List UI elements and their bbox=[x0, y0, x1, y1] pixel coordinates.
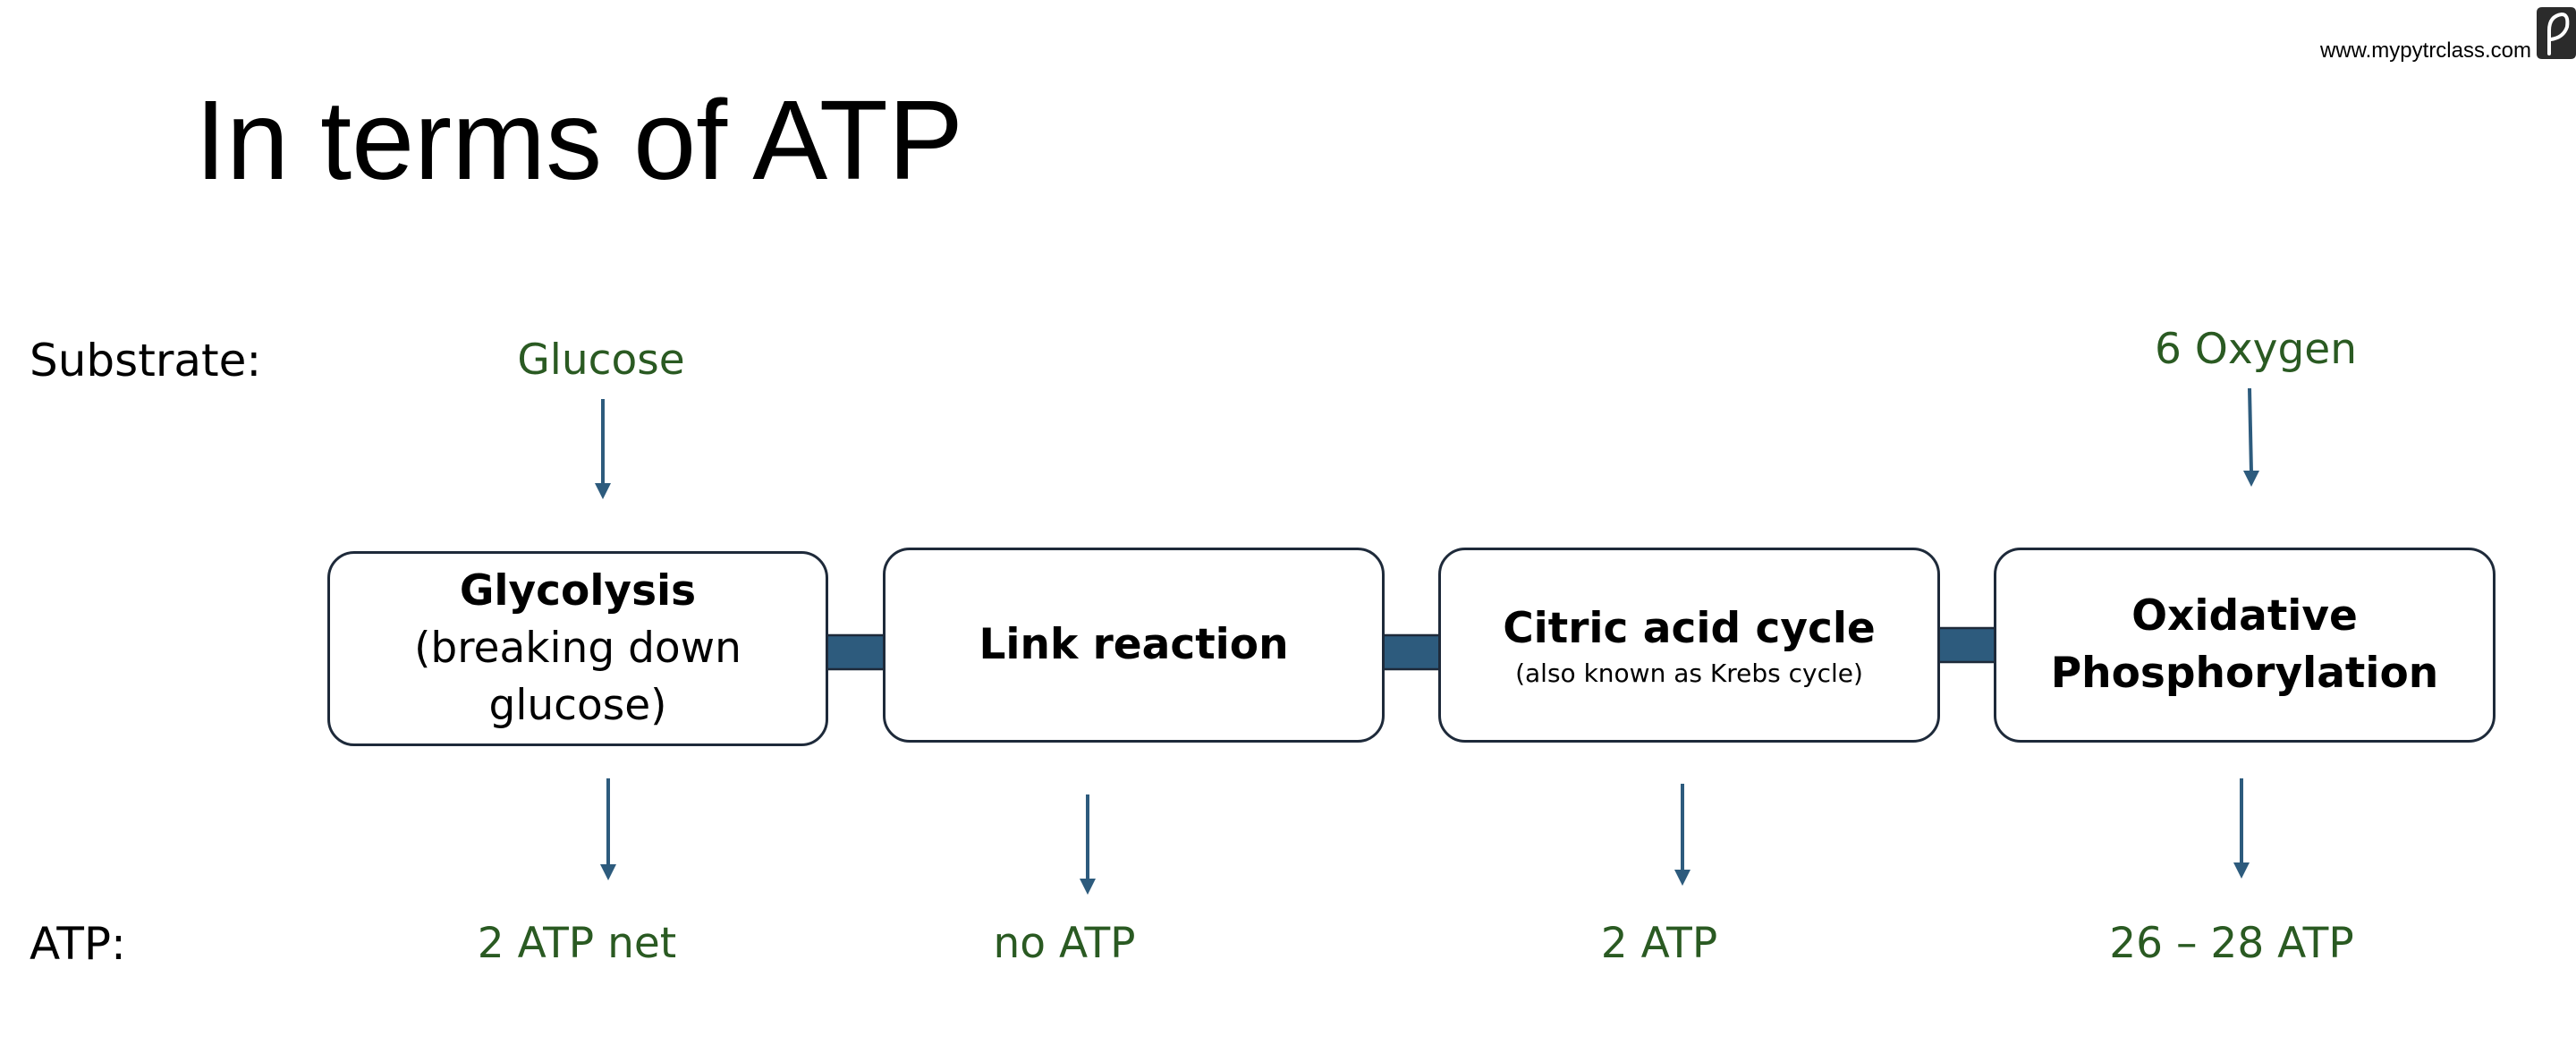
atp-row-label: ATP: bbox=[30, 918, 126, 970]
step-box-glycolysis: Glycolysis (breaking down glucose) bbox=[327, 551, 828, 746]
citric-acid-atp-arrow bbox=[1674, 784, 1690, 886]
substrate-glucose: Glucose bbox=[517, 336, 685, 385]
atp-value-oxidative-phosphorylation: 26 – 28 ATP bbox=[2109, 919, 2354, 968]
substrate-row-label: Substrate: bbox=[30, 335, 262, 387]
brand-logo-icon bbox=[2537, 7, 2576, 59]
slide-title: In terms of ATP bbox=[195, 77, 963, 203]
glucose-down-arrow bbox=[595, 399, 611, 499]
step-title-citric-acid-cycle: Citric acid cycle bbox=[1503, 604, 1876, 653]
oxidative-atp-arrow bbox=[2233, 778, 2250, 879]
step-title-oxidative-phosphorylation: Oxidative Phosphorylation bbox=[2050, 591, 2439, 698]
substrate-oxygen: 6 Oxygen bbox=[2154, 325, 2357, 374]
step-box-citric-acid-cycle: Citric acid cycle (also known as Krebs c… bbox=[1438, 548, 1940, 743]
oxygen-down-arrow bbox=[2243, 387, 2259, 487]
step-title-link-reaction: Link reaction bbox=[979, 620, 1289, 669]
atp-value-citric-acid-cycle: 2 ATP bbox=[1600, 919, 1718, 968]
website-label: www.mypytrclass.com bbox=[2319, 38, 2531, 63]
step-box-link-reaction: Link reaction bbox=[883, 548, 1385, 743]
glycolysis-atp-arrow bbox=[600, 778, 616, 880]
link-reaction-atp-arrow bbox=[1080, 794, 1096, 895]
step-note-citric-acid-cycle: (also known as Krebs cycle) bbox=[1515, 658, 1863, 688]
atp-value-link-reaction: no ATP bbox=[993, 919, 1136, 968]
step-subtitle-glycolysis: (breaking down glucose) bbox=[414, 624, 741, 730]
step-title-glycolysis: Glycolysis bbox=[459, 566, 697, 616]
atp-value-glycolysis: 2 ATP net bbox=[477, 919, 677, 968]
step-box-oxidative-phosphorylation: Oxidative Phosphorylation bbox=[1994, 548, 2496, 743]
